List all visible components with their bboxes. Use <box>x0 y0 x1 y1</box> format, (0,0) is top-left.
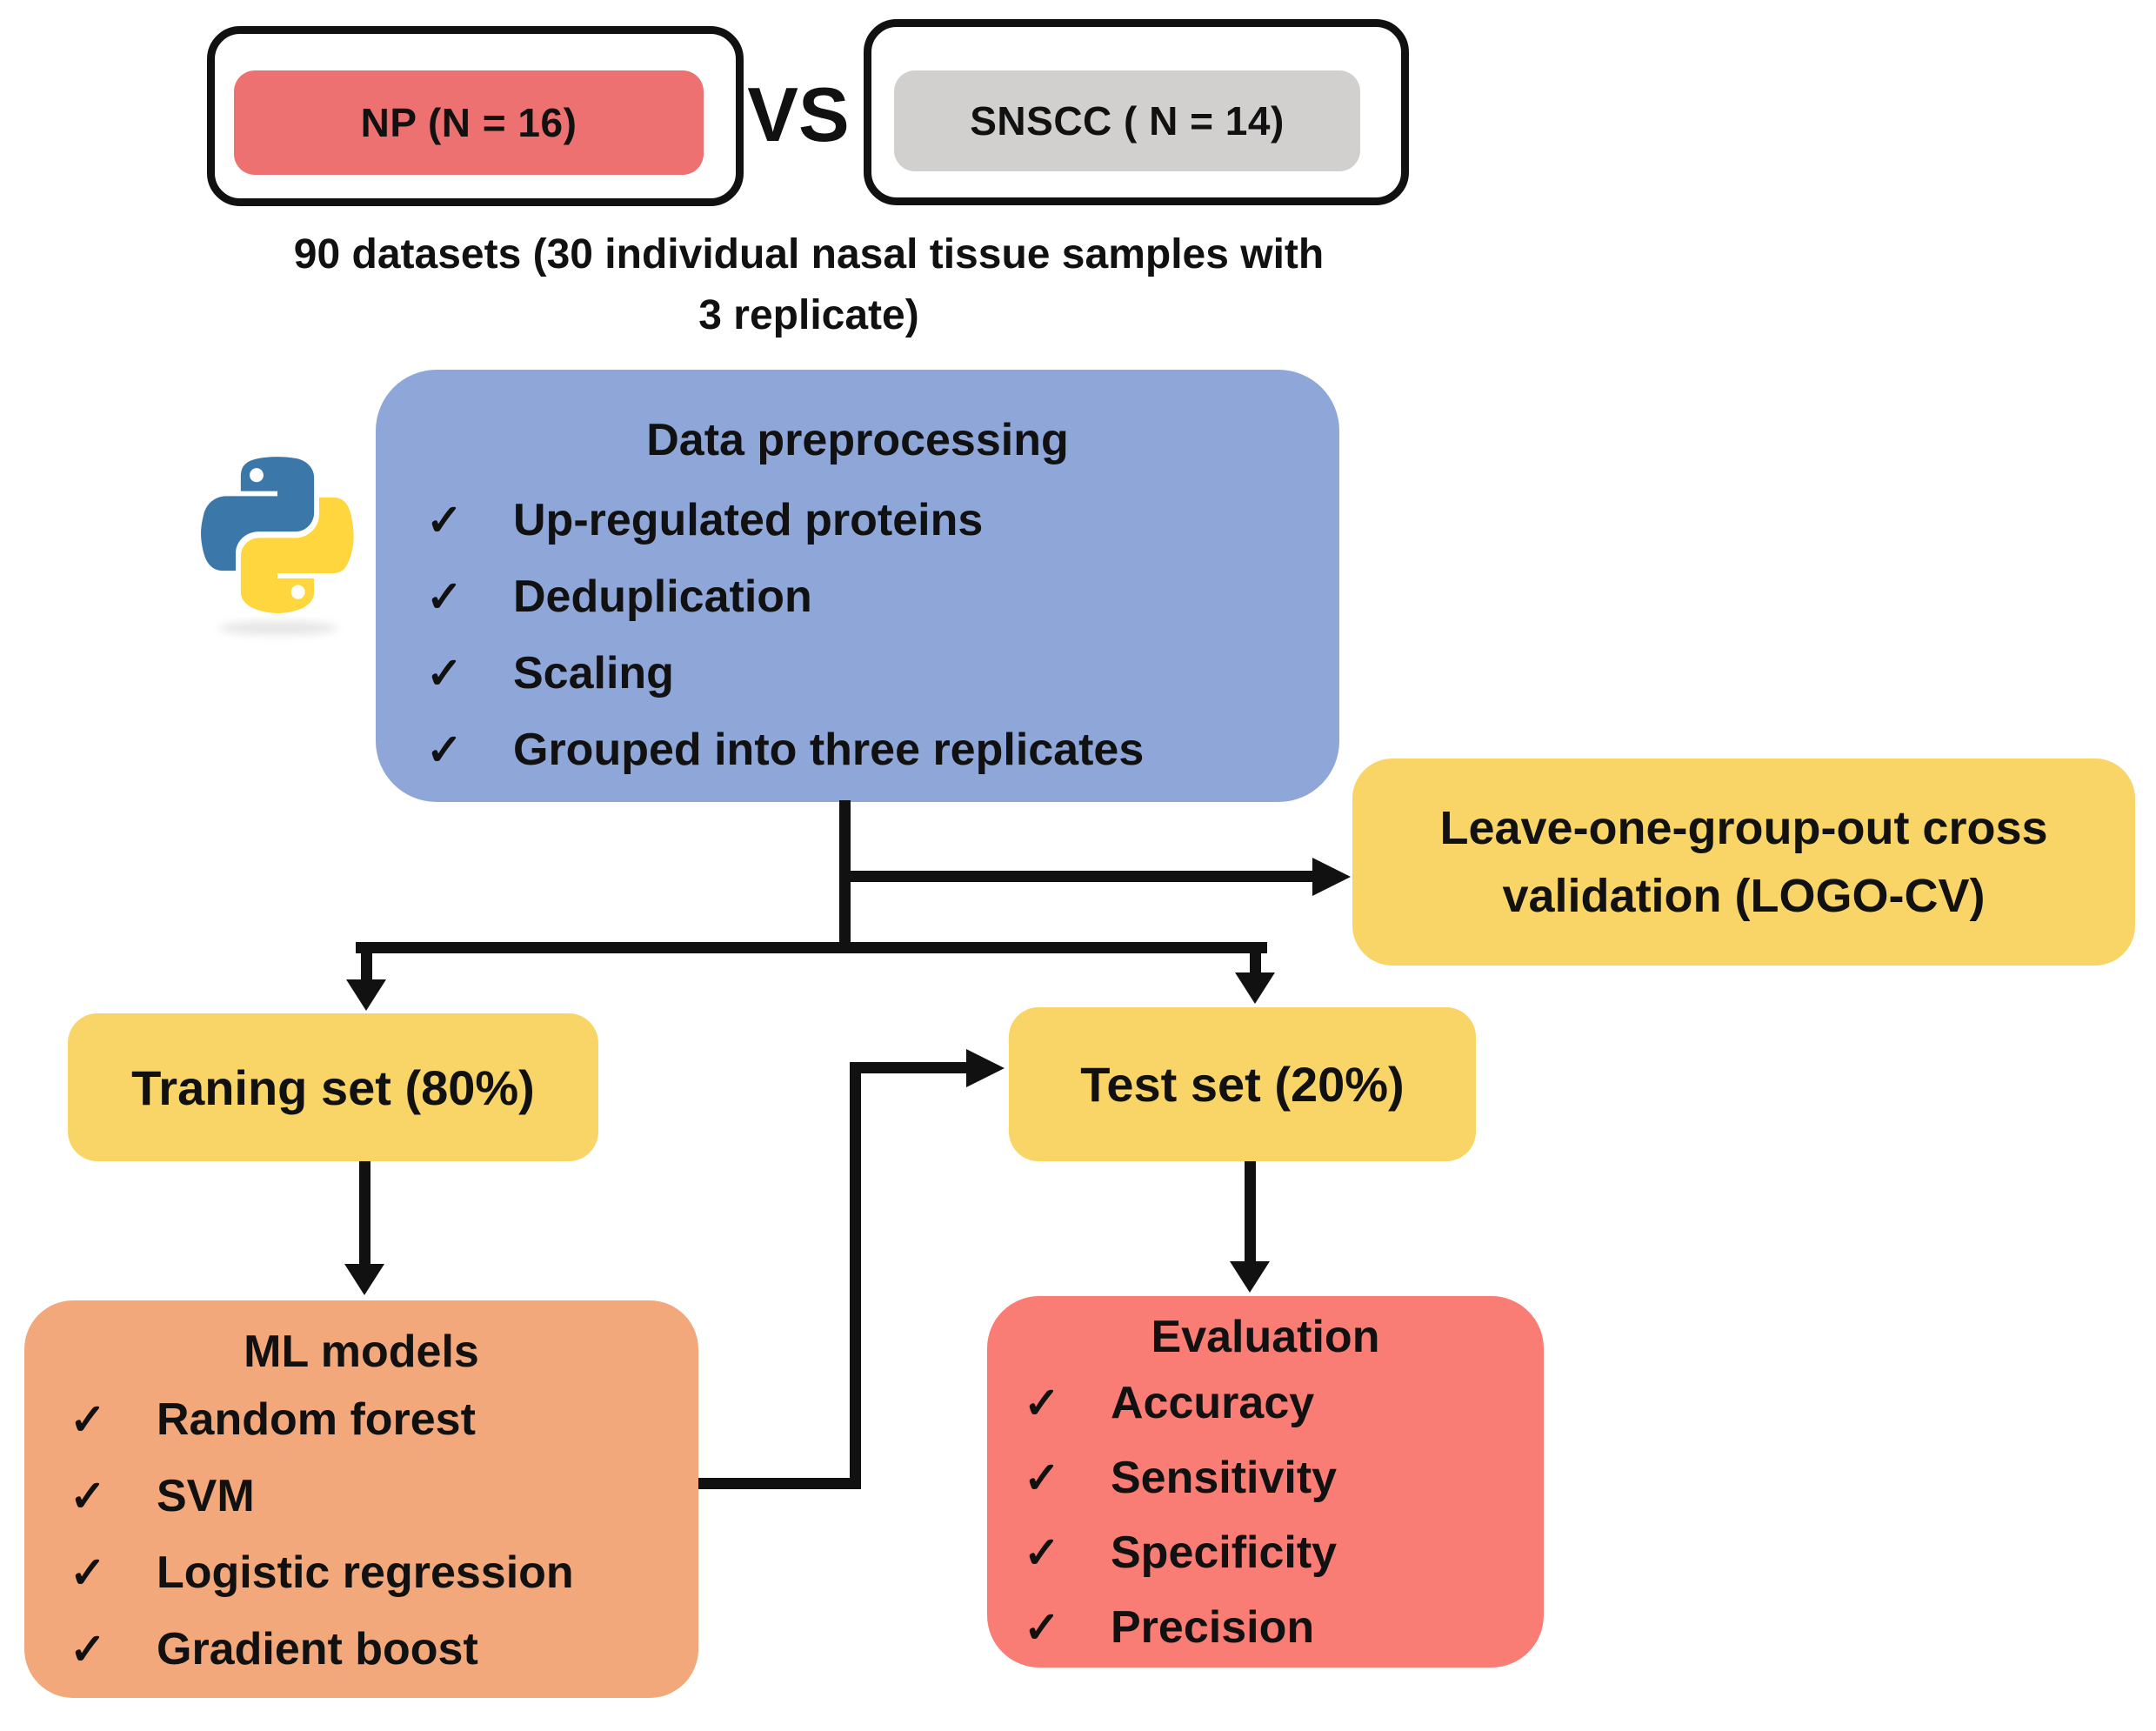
vs-label: VS <box>747 71 850 157</box>
datasets-caption: 90 datasets (30 individual nasal tissue … <box>200 224 1418 345</box>
arrowhead-evaluation <box>1230 1261 1270 1293</box>
ml-model-item-label: SVM <box>157 1471 255 1521</box>
evaluation-item-label: Precision <box>1111 1602 1315 1653</box>
list-item: ✓ Precision <box>1024 1601 1530 1654</box>
connector-test-to-evaluation <box>1245 1161 1256 1264</box>
preprocessing-item-label: Scaling <box>513 648 674 698</box>
list-item: ✓ Accuracy <box>1024 1376 1530 1430</box>
logo-cv-box: Leave-one-group-out cross validation (LO… <box>1352 759 2135 966</box>
check-icon: ✓ <box>70 1625 106 1674</box>
ml-model-item-label: Random forest <box>157 1394 476 1445</box>
check-icon: ✓ <box>1024 1528 1060 1577</box>
preprocessing-box: Data preprocessing ✓ Up-regulated protei… <box>376 370 1339 802</box>
check-icon: ✓ <box>1024 1454 1060 1502</box>
test-set-label: Test set (20%) <box>1080 1057 1405 1112</box>
check-icon: ✓ <box>70 1472 106 1520</box>
logo-cv-line1: Leave-one-group-out cross <box>1439 801 2048 854</box>
connector-preprocessing-down <box>839 800 851 953</box>
np-pill: NP (N = 16) <box>234 70 704 175</box>
snscc-outer-box: SNSCC ( N = 14) <box>864 19 1409 205</box>
snscc-label: SNSCC ( N = 14) <box>970 98 1285 144</box>
check-icon: ✓ <box>426 725 463 774</box>
snscc-pill: SNSCC ( N = 14) <box>894 70 1360 171</box>
check-icon: ✓ <box>1024 1379 1060 1427</box>
arrowhead-ml-models <box>344 1264 384 1295</box>
preprocessing-item-label: Deduplication <box>513 571 812 622</box>
check-icon: ✓ <box>426 496 463 545</box>
preprocessing-item-label: Grouped into three replicates <box>513 725 1145 775</box>
list-item: ✓ Deduplication <box>426 570 1313 624</box>
datasets-caption-line1: 90 datasets (30 individual nasal tissue … <box>293 231 1325 277</box>
connector-split-right-drop <box>1250 942 1261 975</box>
connector-ml-elbow-horizontal <box>698 1478 861 1489</box>
arrowhead-logo-cv <box>1312 858 1351 896</box>
evaluation-list: ✓ Accuracy ✓ Sensitivity ✓ Specificity ✓… <box>1001 1376 1530 1654</box>
evaluation-item-label: Specificity <box>1111 1527 1338 1578</box>
datasets-caption-line2: 3 replicate) <box>698 291 919 338</box>
list-item: ✓ Gradient boost <box>70 1622 681 1676</box>
list-item: ✓ SVM <box>70 1469 681 1523</box>
test-set-box: Test set (20%) <box>1009 1007 1476 1161</box>
evaluation-item-label: Accuracy <box>1111 1378 1315 1428</box>
ml-models-list: ✓ Random forest ✓ SVM ✓ Logistic regress… <box>42 1393 681 1676</box>
preprocessing-title: Data preprocessing <box>646 415 1069 465</box>
list-item: ✓ Specificity <box>1024 1526 1530 1580</box>
arrowhead-test-top <box>1235 972 1275 1004</box>
connector-ml-elbow-vertical <box>850 1062 861 1489</box>
evaluation-title: Evaluation <box>1151 1312 1380 1362</box>
arrowhead-test-left <box>966 1049 1005 1087</box>
arrowhead-training <box>346 979 386 1011</box>
list-item: ✓ Scaling <box>426 646 1313 700</box>
connector-split-bar <box>356 942 1267 953</box>
check-icon: ✓ <box>426 649 463 698</box>
preprocessing-item-label: Up-regulated proteins <box>513 495 984 545</box>
connector-split-left-drop <box>361 942 372 984</box>
training-set-label: Traning set (80%) <box>131 1059 535 1115</box>
list-item: ✓ Logistic regression <box>70 1546 681 1600</box>
list-item: ✓ Random forest <box>70 1393 681 1447</box>
np-label: NP (N = 16) <box>360 100 577 145</box>
check-icon: ✓ <box>70 1395 106 1444</box>
ml-models-box: ML models ✓ Random forest ✓ SVM ✓ Logist… <box>24 1300 698 1698</box>
list-item: ✓ Grouped into three replicates <box>426 723 1313 777</box>
check-icon: ✓ <box>70 1548 106 1597</box>
np-outer-box: NP (N = 16) <box>207 26 744 206</box>
preprocessing-list: ✓ Up-regulated proteins ✓ Deduplication … <box>402 493 1313 777</box>
check-icon: ✓ <box>1024 1603 1060 1652</box>
python-logo-icon <box>197 442 358 626</box>
ml-model-item-label: Logistic regression <box>157 1547 574 1598</box>
evaluation-box: Evaluation ✓ Accuracy ✓ Sensitivity ✓ Sp… <box>987 1296 1544 1668</box>
ml-model-item-label: Gradient boost <box>157 1624 478 1674</box>
evaluation-item-label: Sensitivity <box>1111 1453 1338 1503</box>
logo-cv-line2: validation (LOGO-CV) <box>1502 870 1986 922</box>
training-set-box: Traning set (80%) <box>68 1013 598 1161</box>
connector-ml-to-test <box>850 1062 970 1073</box>
check-icon: ✓ <box>426 572 463 621</box>
connector-to-logo-cv <box>845 871 1315 882</box>
connector-training-to-ml <box>359 1161 370 1267</box>
list-item: ✓ Up-regulated proteins <box>426 493 1313 547</box>
list-item: ✓ Sensitivity <box>1024 1451 1530 1505</box>
python-logo-shadow <box>219 621 337 635</box>
ml-models-title: ML models <box>244 1327 479 1377</box>
